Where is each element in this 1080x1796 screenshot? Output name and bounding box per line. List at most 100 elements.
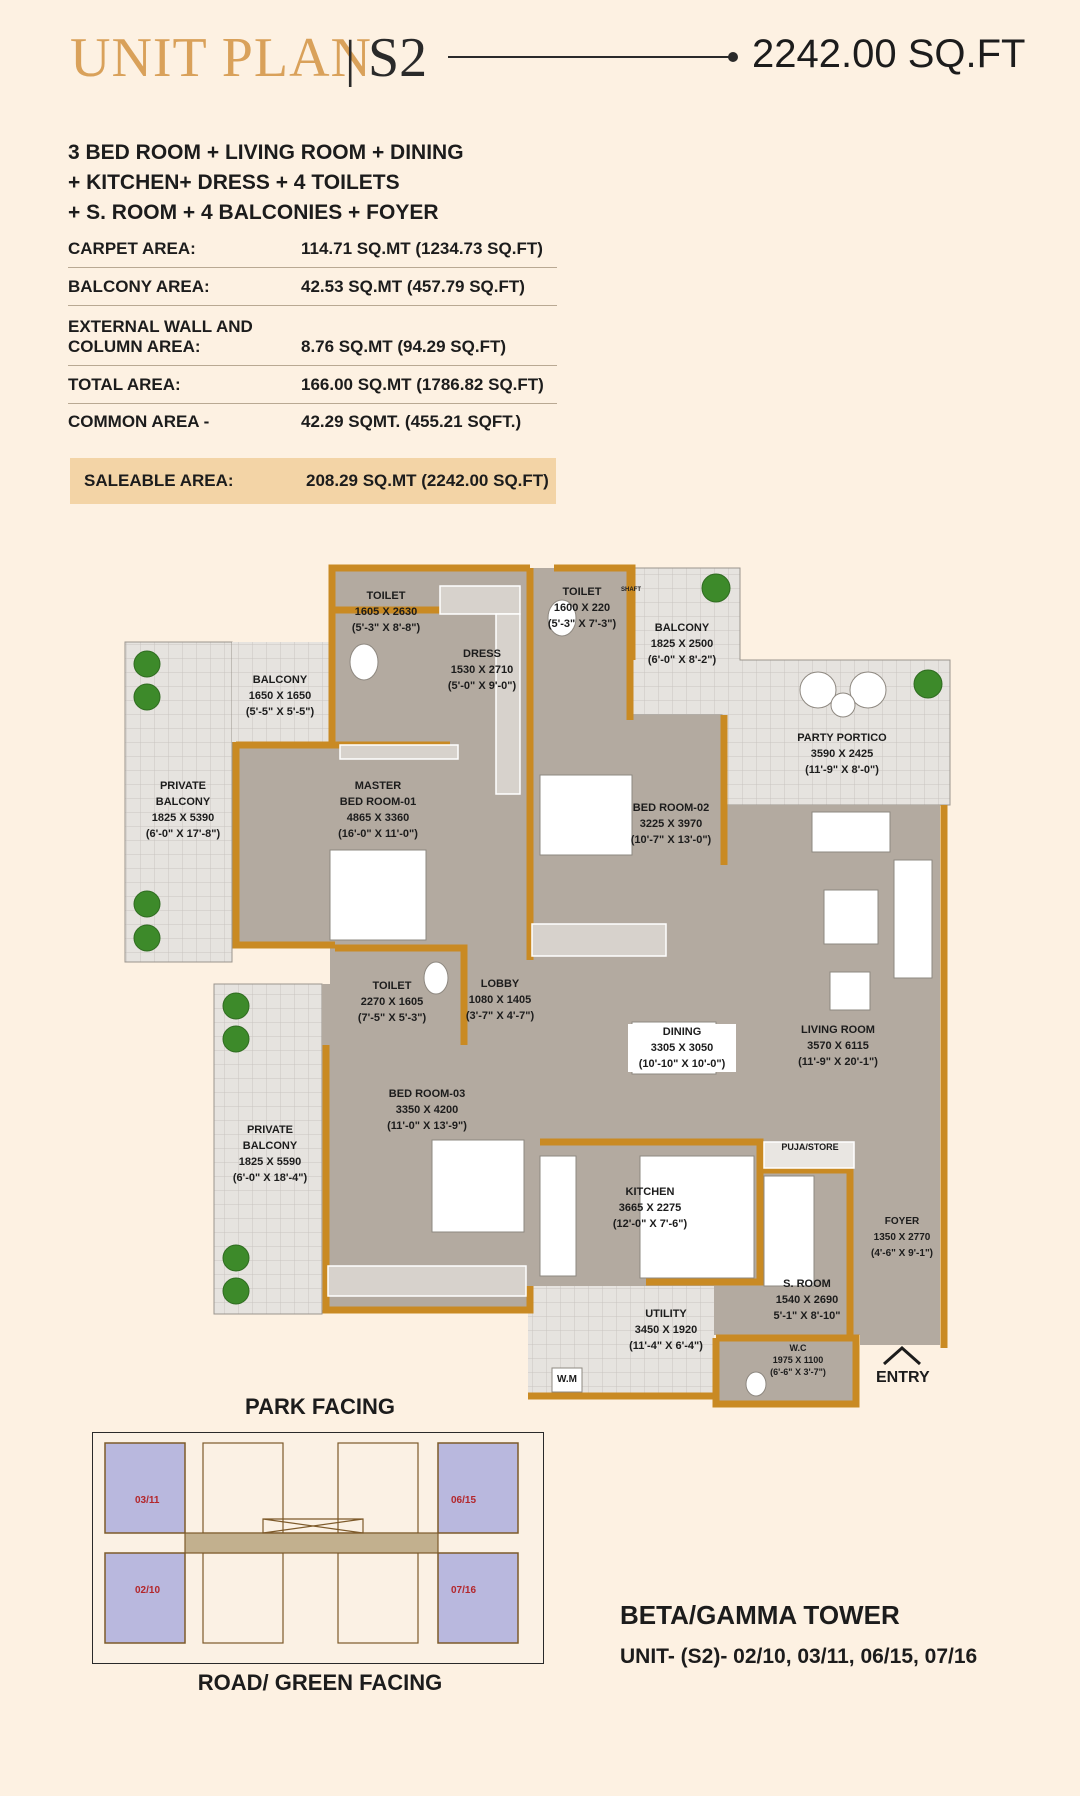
room-foyer: FOYER 1350 X 2770 (4'-6" X 9'-1") [858, 1214, 946, 1262]
room-feet: (10'-7" X 13'-0") [630, 834, 712, 846]
room-feet: (5'-0" X 9'-0") [447, 680, 517, 692]
room-dimension: 1825 X 5590 [238, 1156, 302, 1168]
plant [133, 650, 161, 678]
room-dimension: 1825 X 5390 [151, 812, 215, 824]
room-balcony-1: BALCONY 1650 X 1650 (5'-5" X 5'-5") [232, 672, 328, 720]
room-feet: (5'-3" X 7'-3") [547, 618, 617, 630]
plant [222, 1277, 250, 1305]
wall-bed3 [322, 1045, 534, 1314]
key-corridor [184, 1532, 439, 1554]
key-core-block [202, 1552, 284, 1644]
room-name: TOILET [372, 980, 412, 992]
room-name: PRIVATE [159, 780, 207, 792]
armchair [829, 971, 871, 1011]
room-dining: DINING 3305 X 3050 (10'-10" X 10'-0") [628, 1024, 736, 1072]
key-plan-bottom-caption: ROAD/ GREEN FACING [197, 1670, 443, 1695]
room-feet: (6'-0" X 17'-8") [145, 828, 221, 840]
balcony-1-area [232, 642, 332, 742]
plant [133, 683, 161, 711]
key-unit-label: 02/10 [135, 1585, 161, 1596]
area-label: EXTERNAL WALL AND [68, 317, 253, 336]
sofa-top [811, 811, 891, 853]
room-name: DRESS [463, 648, 501, 660]
room-name: BALCONY [654, 622, 710, 634]
config-line-2: + KITCHEN+ DRESS + 4 TOILETS [68, 171, 400, 194]
bed3-wardrobe [327, 1265, 527, 1297]
area-row-balcony: BALCONY AREA: 42.53 SQ.MT (457.79 SQ.FT) [68, 267, 557, 306]
wall-wc [712, 1334, 860, 1408]
wc-floor [718, 1338, 856, 1404]
room-name-2: BED ROOM-01 [339, 796, 417, 808]
plant [701, 573, 731, 603]
config-line-1: 3 BED ROOM + LIVING ROOM + DINING [68, 141, 464, 164]
key-unit-block [437, 1552, 519, 1644]
room-feet: (11'-4" X 6'-4") [629, 1340, 703, 1352]
room-dimension: 1080 X 1405 [468, 994, 532, 1006]
room-dimension: 1350 X 2770 [873, 1232, 931, 1243]
key-plan-drawing [104, 1442, 519, 1644]
room-living: LIVING ROOM 3570 X 6115 (11'-9" X 20'-1"… [778, 1022, 898, 1070]
room-name: TOILET [562, 586, 602, 598]
key-core-block [337, 1552, 419, 1644]
area-row-wall: EXTERNAL WALL AND COLUMN AREA: 8.76 SQ.M… [68, 305, 557, 366]
dress-wardrobe [439, 585, 521, 615]
room-name: BALCONY [252, 674, 308, 686]
key-plan-top-caption: PARK FACING [245, 1394, 395, 1419]
room-dimension: 1600 X 220 [553, 602, 611, 614]
room-dimension: 3305 X 3050 [650, 1042, 714, 1054]
room-dimension: 3450 X 1920 [634, 1324, 698, 1336]
kitchen-counter-left [539, 1155, 577, 1277]
toilet-wc-1 [349, 643, 379, 681]
room-feet: (11'-0" X 13'-9") [387, 1120, 467, 1132]
title-separator: | [345, 31, 356, 88]
party-chair-2 [849, 671, 887, 709]
plant [913, 669, 943, 699]
title-rule [448, 56, 730, 58]
area-value: 8.76 SQ.MT (94.29 SQ.FT) [301, 337, 507, 356]
room-feet: (6'-0" X 8'-2") [647, 654, 717, 666]
bed2-bed [539, 774, 633, 856]
key-unit-block [104, 1552, 186, 1644]
key-unit-label: 07/16 [451, 1585, 477, 1596]
room-name-2: BALCONY [242, 1140, 298, 1152]
room-private-balcony-2: PRIVATE BALCONY 1825 X 5590 (6'-0" X 18'… [218, 1122, 322, 1186]
room-dimension: 1975 X 1100 [772, 1355, 824, 1365]
sofa-side [893, 859, 933, 979]
room-balcony-2: BALCONY 1825 X 2500 (6'-0" X 8'-2") [634, 620, 730, 668]
room-dimension: 4865 X 3360 [346, 812, 410, 824]
tower-units: UNIT- (S2)- 02/10, 03/11, 06/15, 07/16 [620, 1645, 978, 1668]
room-name: MASTER [354, 780, 402, 792]
config-line-3: + S. ROOM + 4 BALCONIES + FOYER [68, 201, 439, 224]
room-bedroom-3: BED ROOM-03 3350 X 4200 (11'-0" X 13'-9"… [374, 1086, 480, 1134]
room-kitchen: KITCHEN 3665 X 2275 (12'-0" X 7'-6") [600, 1184, 700, 1232]
master-wardrobe [339, 744, 459, 760]
coffee-table [823, 889, 879, 945]
room-dress: DRESS 1530 X 2710 (5'-0" X 9'-0") [432, 646, 532, 694]
room-name: W.C [789, 1343, 807, 1353]
plant [133, 924, 161, 952]
bed2-wardrobe [531, 923, 667, 957]
room-feet: (16'-0" X 11'-0") [338, 828, 418, 840]
area-label: COMMON AREA - [68, 412, 210, 431]
room-dimension: 1825 X 2500 [650, 638, 714, 650]
room-feet: (7'-5" X 5'-3") [357, 1012, 427, 1024]
room-name: S. ROOM [783, 1278, 831, 1290]
page-title: UNIT PLAN [70, 27, 372, 89]
kitchen-counter [639, 1155, 755, 1279]
wall-master-west [232, 742, 335, 949]
plant [222, 1244, 250, 1272]
plant [222, 992, 250, 1020]
area-value: 114.71 SQ.MT (1234.73 SQ.FT) [301, 239, 543, 258]
unit-code: S2 [368, 27, 428, 89]
room-feet: (5'-5" X 5'-5") [245, 706, 315, 718]
area-label: CARPET AREA: [68, 239, 196, 258]
washing-machine-label: W.M [557, 1374, 577, 1385]
plant [133, 890, 161, 918]
room-dimension: 3665 X 2275 [618, 1202, 682, 1214]
room-name: DINING [662, 1026, 702, 1038]
sroom-counter [763, 1175, 815, 1287]
room-name: KITCHEN [625, 1186, 675, 1198]
unit-configuration: 3 BED ROOM + LIVING ROOM + DINING + KITC… [68, 138, 588, 228]
room-s-room: S. ROOM 1540 X 2690 5'-1" X 8'-10" [760, 1276, 854, 1324]
